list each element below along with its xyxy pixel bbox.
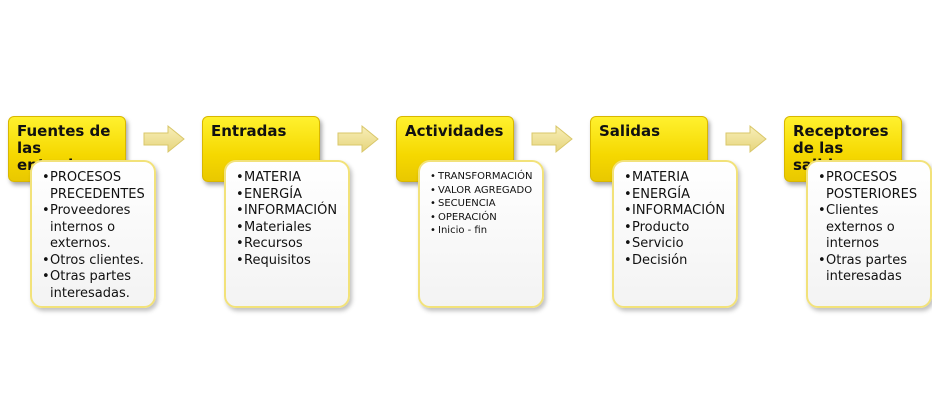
stage-items: TRANSFORMACIÓN VALOR AGREGADO SECUENCIA …	[430, 170, 536, 238]
stage-content-actividades: TRANSFORMACIÓN VALOR AGREGADO SECUENCIA …	[418, 160, 544, 308]
list-item: Otras partes interesadas	[818, 253, 924, 286]
right-arrow-icon	[725, 124, 767, 154]
right-arrow-icon	[337, 124, 379, 154]
list-item: TRANSFORMACIÓN	[430, 170, 536, 184]
list-item: PROCESOS POSTERIORES	[818, 170, 924, 203]
stage-content-fuentes: PROCESOS PRECEDENTES Proveedores interno…	[30, 160, 156, 308]
list-item: Decisión	[624, 253, 730, 270]
list-item: MATERIA	[236, 170, 342, 187]
list-item: Proveedores internos o externos.	[42, 203, 148, 253]
stage-items: PROCESOS PRECEDENTES Proveedores interno…	[42, 170, 148, 302]
stage-content-receptores: PROCESOS POSTERIORES Clientes externos o…	[806, 160, 932, 308]
list-item: ENERGÍA	[624, 187, 730, 204]
list-item: INFORMACIÓN	[236, 203, 342, 220]
stage-title: Actividades	[405, 122, 504, 140]
stage-content-entradas: MATERIA ENERGÍA INFORMACIÓN Materiales R…	[224, 160, 350, 308]
list-item: Recursos	[236, 236, 342, 253]
list-item: VALOR AGREGADO	[430, 184, 536, 198]
stage-title: Salidas	[599, 122, 660, 140]
list-item: Otros clientes.	[42, 253, 148, 270]
list-item: Producto	[624, 220, 730, 237]
list-item: INFORMACIÓN	[624, 203, 730, 220]
list-item: Servicio	[624, 236, 730, 253]
list-item: Requisitos	[236, 253, 342, 270]
right-arrow-icon	[143, 124, 185, 154]
stage-items: PROCESOS POSTERIORES Clientes externos o…	[818, 170, 924, 286]
list-item: PROCESOS PRECEDENTES	[42, 170, 148, 203]
list-item: Materiales	[236, 220, 342, 237]
list-item: MATERIA	[624, 170, 730, 187]
list-item: Clientes externos o internos	[818, 203, 924, 253]
list-item: ENERGÍA	[236, 187, 342, 204]
list-item: Inicio - fin	[430, 224, 536, 238]
stage-items: MATERIA ENERGÍA INFORMACIÓN Materiales R…	[236, 170, 342, 269]
stage-title: Entradas	[211, 122, 287, 140]
list-item: SECUENCIA	[430, 197, 536, 211]
stage-items: MATERIA ENERGÍA INFORMACIÓN Producto Ser…	[624, 170, 730, 269]
list-item: OPERACIÓN	[430, 211, 536, 225]
stage-content-salidas: MATERIA ENERGÍA INFORMACIÓN Producto Ser…	[612, 160, 738, 308]
right-arrow-icon	[531, 124, 573, 154]
list-item: Otras partes interesadas.	[42, 269, 148, 302]
